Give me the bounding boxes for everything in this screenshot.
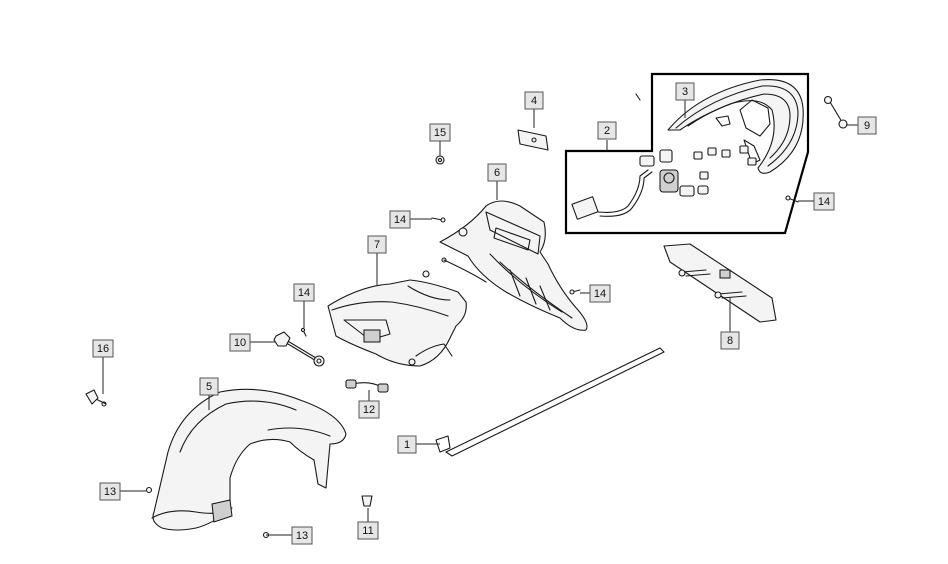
rod-1	[435, 347, 665, 457]
callout-6-label: 6	[494, 167, 500, 179]
callout-12: 12	[358, 400, 380, 419]
tail-light-inset-frame	[564, 72, 810, 235]
callout-10-label: 10	[234, 337, 246, 349]
callout-1-label: 1	[404, 439, 410, 451]
nut-15	[435, 155, 445, 165]
callout-7-label: 7	[374, 239, 380, 251]
callout-12-label: 12	[363, 404, 375, 416]
callout-5-label: 5	[206, 381, 212, 393]
license-plate-bracket	[663, 243, 777, 323]
rear-light-bracket	[439, 200, 588, 331]
callout-14-top-label: 14	[394, 214, 406, 226]
callout-11: 11	[357, 521, 379, 540]
callout-14-mid: 14	[589, 284, 611, 303]
callout-13-left: 13	[99, 482, 121, 501]
callout-2: 2	[597, 121, 617, 140]
callout-14-top: 14	[389, 210, 411, 229]
callout-2-label: 2	[604, 125, 610, 137]
callout-1: 1	[397, 435, 417, 454]
callout-14-left-label: 14	[298, 287, 310, 299]
callout-10: 10	[229, 333, 251, 352]
bolt-16	[85, 389, 107, 407]
callout-9: 9	[857, 116, 877, 135]
callout-6: 6	[487, 163, 507, 182]
bulb-wiring-harness	[571, 145, 757, 220]
callout-16-label: 16	[97, 343, 109, 355]
screw-14-mid	[569, 289, 581, 295]
clip-11	[361, 495, 373, 507]
screw-14-top	[431, 217, 446, 223]
wire-harness-link	[441, 257, 487, 283]
callout-9-label: 9	[864, 120, 870, 132]
screw-14-right	[785, 195, 799, 203]
inner-fender	[327, 270, 467, 367]
reflector-plate	[517, 129, 549, 151]
callout-3: 3	[675, 82, 695, 101]
callout-14-right-label: 14	[818, 196, 830, 208]
callout-4: 4	[524, 91, 544, 110]
bolt-10	[273, 331, 325, 367]
callout-14-right: 14	[813, 192, 835, 211]
callout-11-label: 11	[362, 525, 373, 537]
callout-15-label: 15	[434, 127, 446, 139]
cable-clip-12	[345, 379, 389, 393]
leader-lines	[102, 100, 858, 536]
callout-15: 15	[429, 123, 451, 142]
tail-light-housing	[667, 79, 804, 174]
callout-14-left: 14	[293, 283, 315, 302]
callout-5: 5	[199, 377, 219, 396]
callout-8: 8	[720, 331, 740, 350]
callout-13-bottom-label: 13	[296, 530, 308, 542]
rear-mudguard	[151, 388, 347, 531]
callout-7: 7	[367, 235, 387, 254]
screw-13-left	[145, 486, 153, 494]
screw-tiny-top	[635, 93, 641, 101]
bolt-9	[823, 95, 848, 129]
screw-14-left	[300, 327, 307, 337]
callout-4-label: 4	[531, 95, 537, 107]
callout-14-mid-label: 14	[594, 288, 606, 300]
callout-13-left-label: 13	[104, 486, 116, 498]
callout-16: 16	[92, 339, 114, 358]
callout-8-label: 8	[727, 335, 733, 347]
callout-13-bottom: 13	[291, 526, 313, 545]
callout-3-label: 3	[682, 86, 688, 98]
